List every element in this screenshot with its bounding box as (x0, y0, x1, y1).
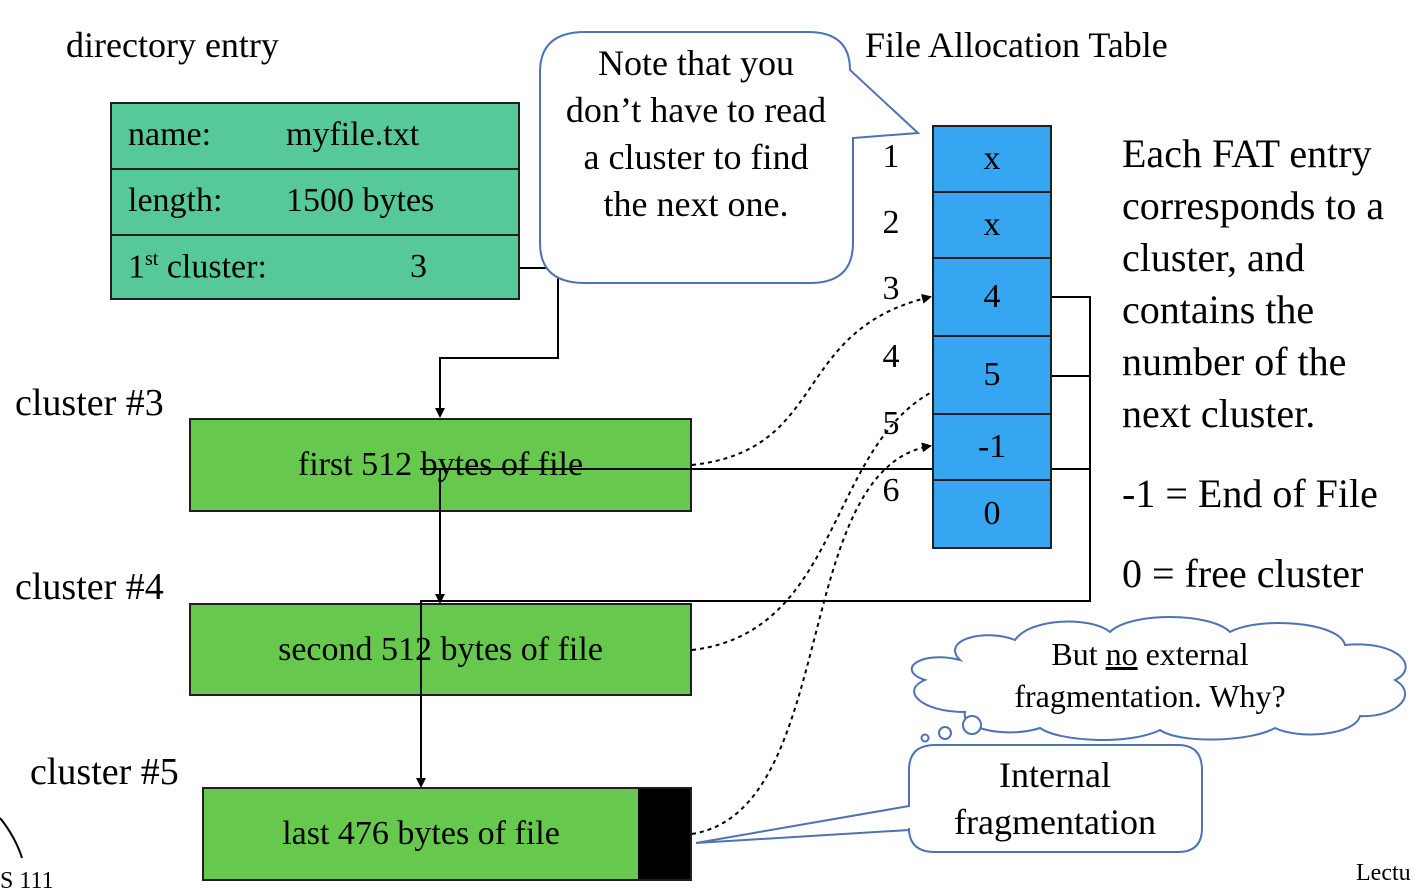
thought-cloud-shape (910, 616, 1407, 741)
thought-bubble-large (962, 715, 982, 735)
dir-first-cluster-value: 3 (410, 248, 427, 285)
dir-name-key: name: (128, 116, 212, 153)
cluster-5-box: last 476 bytes of file (202, 787, 692, 881)
thought-bubble-medium (938, 726, 952, 740)
fat-index-6: 6 (882, 472, 900, 509)
fat-title: File Allocation Table (865, 25, 1168, 65)
fat-table: x x 4 5 -1 0 (932, 125, 1052, 549)
cloud-line-2: fragmentation. Why? (1014, 678, 1286, 714)
cluster-5-unused-space (638, 789, 690, 879)
dir-row-first-cluster: 1st cluster: 3 (112, 236, 518, 302)
thought-bubble-small (920, 733, 930, 743)
internal-fragmentation-text: Internal fragmentation (954, 755, 1156, 842)
cluster-5-label: cluster #5 (30, 751, 179, 793)
fat-entry-3: 4 (934, 259, 1050, 337)
corner-mark (0, 817, 23, 859)
cluster4-fat-dotted (691, 372, 982, 651)
fat-entry-4: 5 (934, 337, 1050, 415)
cluster-3-label: cluster #3 (15, 382, 164, 424)
cloud-line-1: But no external (1051, 636, 1249, 672)
footer-left: S 111 (0, 868, 54, 894)
fat-index-1: 1 (882, 138, 900, 175)
cluster5-fat-dotted (691, 442, 932, 835)
fat-entry-2: x (934, 193, 1050, 259)
fat-entry-1: x (934, 127, 1050, 193)
dir-name-value: myfile.txt (286, 116, 420, 153)
dir-to-cluster3-arrow (435, 267, 559, 418)
fat-entry-6: 0 (983, 495, 1001, 532)
internal-callout-shape (695, 744, 1203, 853)
footer-right: Lectu (1356, 860, 1411, 886)
fat-entry-5: -1 (934, 415, 1050, 481)
cluster-4-box: second 512 bytes of file (189, 603, 692, 696)
dir-length-key: length: (128, 182, 223, 219)
fat-index-3: 3 (882, 270, 900, 307)
fat-index-5: 5 (882, 405, 900, 442)
cloud-text: But no external fragmentation. Why? (990, 633, 1310, 717)
cluster3-fat-dotted (691, 293, 932, 466)
dir-row-name: name: myfile.txt (112, 104, 518, 170)
dir-row-length: length: 1500 bytes (112, 170, 518, 236)
directory-entry-table: name: myfile.txt length: 1500 bytes 1st … (110, 102, 520, 300)
fat-index-4: 4 (882, 338, 900, 375)
fat-explanation: Each FAT entry corresponds to a cluster,… (1122, 131, 1385, 436)
fat-index-2: 2 (882, 204, 900, 241)
legend-end-of-file: -1 = End of File (1122, 471, 1378, 516)
cluster-4-label: cluster #4 (15, 566, 164, 608)
directory-entry-title: directory entry (66, 25, 279, 65)
note-callout-shape (539, 31, 921, 284)
cluster-5-content: last 476 bytes of file (282, 815, 560, 852)
dir-length-value: 1500 bytes (286, 182, 435, 219)
note-callout-text: Note that you don’t have to read a clust… (565, 43, 827, 224)
dir-first-cluster-key: 1st cluster: (128, 248, 267, 286)
legend-free-cluster: 0 = free cluster (1122, 551, 1364, 596)
